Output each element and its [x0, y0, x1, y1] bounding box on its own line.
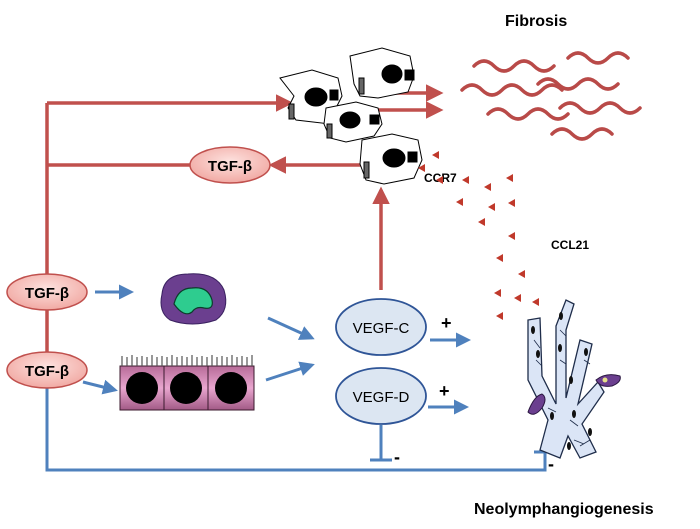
macrophage-icon	[160, 273, 227, 325]
epithelial-cells-icon	[119, 355, 255, 411]
vegf-c-label: VEGF-C	[353, 320, 410, 337]
tgf-beta-top: TGF-β	[189, 146, 271, 184]
epithelial-cilia	[121, 355, 253, 366]
plus-sign-vegfd: +	[439, 381, 450, 401]
tgf-beta-low: TGF-β	[6, 351, 88, 389]
tgf-beta-mid-label: TGF-β	[25, 285, 69, 302]
tgf-beta-low-label: TGF-β	[25, 363, 69, 380]
collagen-fibers-icon	[460, 51, 642, 141]
blue-arrow-epithelium-to-vegfc	[265, 361, 315, 382]
minus-sign-vegfd: -	[394, 447, 400, 467]
blue-arrow-tgf-to-epithelium	[82, 379, 118, 395]
tgf-beta-top-label: TGF-β	[208, 158, 252, 175]
fibrosis-label: Fibrosis	[505, 13, 567, 30]
tgf-beta-mid: TGF-β	[6, 273, 88, 311]
blue-arrows	[45, 284, 556, 472]
blue-inhibition-line	[45, 388, 547, 472]
ccl21-chemokine-icon	[418, 151, 539, 320]
blue-arrow-macrophage-to-vegfc	[267, 316, 315, 340]
lymphatic-vessel-icon	[527, 299, 621, 459]
ccl21-label: CCL21	[551, 238, 589, 252]
minus-sign-vessel: -	[548, 454, 554, 474]
fibroblast-cells-icon	[279, 47, 423, 185]
neolymphangiogenesis-label: Neolymphangiogenesis	[474, 501, 654, 518]
vegf-d-label: VEGF-D	[353, 389, 410, 406]
vegf-c-node: VEGF-C	[335, 298, 427, 356]
plus-sign-vegfc: +	[441, 313, 452, 333]
vegf-d-node: VEGF-D	[335, 367, 427, 425]
